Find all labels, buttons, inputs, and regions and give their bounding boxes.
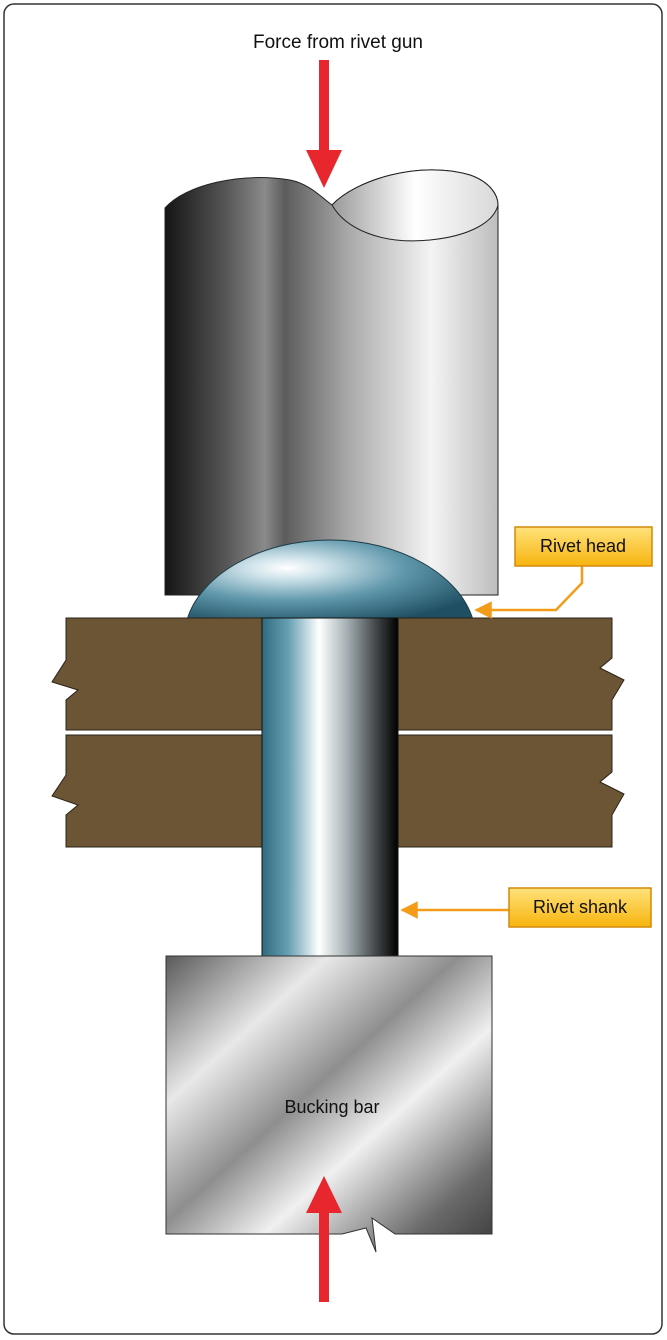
sheet-lower-left: [51, 734, 263, 848]
bucking-bar: [165, 955, 493, 1253]
rivet-shank: [261, 617, 399, 957]
rivet-gun-set: [164, 169, 499, 596]
force-arrow-up: [306, 1176, 342, 1302]
sheet-upper-left: [51, 617, 263, 731]
rivet-head-callout-box: [514, 526, 653, 567]
bucking-bar-label: Bucking bar: [284, 1097, 379, 1117]
rivet-head: [186, 539, 474, 621]
rivet-head-callout: Rivet head: [474, 526, 653, 619]
sheet-lower-right: [397, 734, 625, 848]
sheet-upper-right: [397, 617, 625, 731]
force-arrow-down: [306, 60, 342, 188]
force-from-gun-label: Force from rivet gun: [253, 32, 423, 53]
rivet-shank-callout: Rivet shank: [400, 887, 652, 928]
rivet-head-label: Rivet head: [540, 536, 626, 556]
rivet-shank-label: Rivet shank: [533, 897, 628, 917]
rivet-shank-callout-box: [508, 887, 652, 928]
